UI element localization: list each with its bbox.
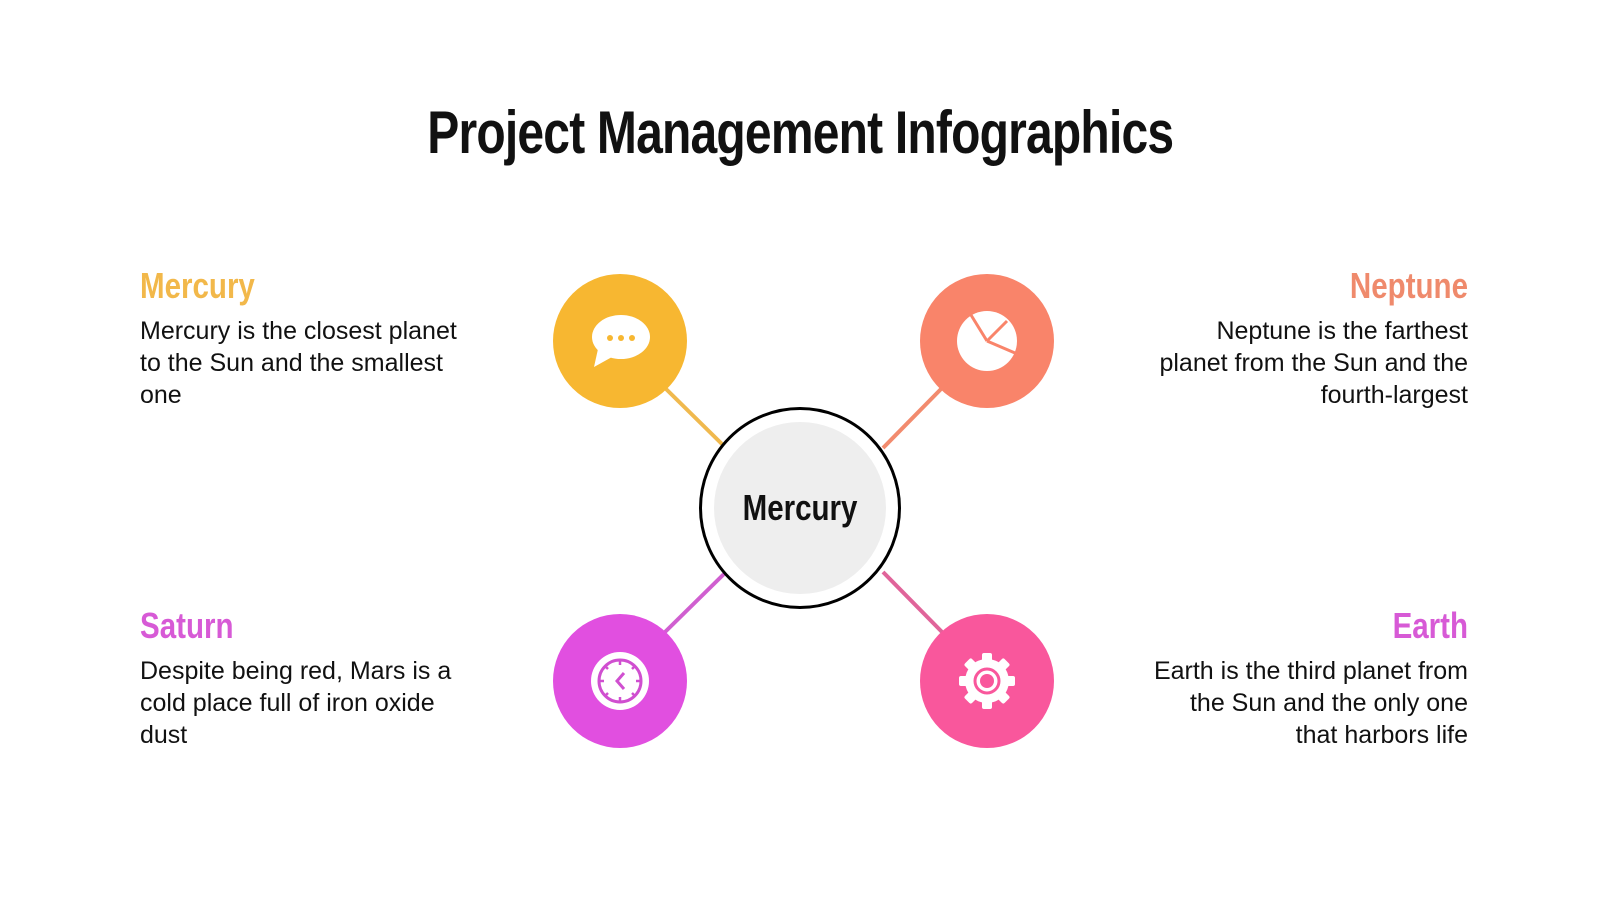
saturn-description: Despite being red, Mars is a cold place … (140, 657, 452, 749)
neptune-block: Neptune Neptune is the farthest planet f… (1148, 265, 1468, 411)
saturn-block: Saturn Despite being red, Mars is a cold… (140, 605, 460, 751)
mercury-circle[interactable] (553, 274, 687, 408)
earth-description: Earth is the third planet from the Sun a… (1153, 657, 1468, 749)
neptune-heading: Neptune (1349, 265, 1468, 306)
pie-chart-icon (957, 311, 1017, 371)
earth-block: Earth Earth is the third planet from the… (1148, 605, 1468, 751)
mercury-block: Mercury Mercury is the closest planet to… (140, 265, 460, 411)
connector-top-right (881, 385, 945, 450)
saturn-circle[interactable] (553, 614, 687, 748)
gear-icon (959, 653, 1015, 709)
neptune-description: Neptune is the farthest planet from the … (1159, 317, 1468, 409)
page-title: Project Management Infographics (426, 99, 1174, 166)
mercury-heading: Mercury (140, 265, 255, 306)
earth-circle[interactable] (920, 614, 1054, 748)
connector-bottom-right (881, 570, 945, 635)
center-node-inner: Mercury (714, 422, 886, 594)
mercury-description: Mercury is the closest planet to the Sun… (140, 317, 457, 409)
center-node[interactable]: Mercury (699, 407, 901, 609)
connector-top-left (662, 385, 728, 450)
saturn-heading: Saturn (140, 605, 234, 646)
neptune-circle[interactable] (920, 274, 1054, 408)
center-label: Mercury (742, 487, 858, 528)
connector-bottom-left (662, 570, 728, 635)
speech-bubble-icon (592, 315, 650, 367)
clock-icon (591, 652, 649, 710)
earth-heading: Earth (1392, 605, 1468, 646)
